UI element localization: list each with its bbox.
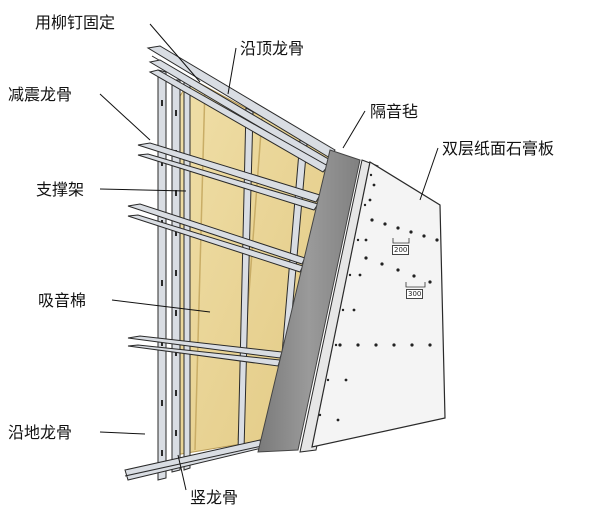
label-stud: 竖龙骨 [190, 488, 239, 507]
dimension-marks [392, 238, 426, 288]
back-board-dots [318, 173, 373, 417]
label-floor-track: 沿地龙骨 [8, 423, 73, 442]
label-top-track: 沿顶龙骨 [240, 39, 305, 58]
dimension-300: 300 [406, 289, 424, 299]
label-brace: 支撑架 [36, 180, 85, 199]
sound-insulation-felt [257, 149, 361, 453]
label-rivet: 用柳钉固定 [35, 13, 116, 32]
label-gypsum: 双层纸面石膏板 [442, 139, 555, 158]
dimension-200: 200 [392, 245, 410, 255]
label-damper-stud: 减震龙骨 [8, 85, 73, 104]
label-felt: 隔音毡 [370, 102, 419, 121]
damper-channels [127, 59, 331, 367]
leader-lines [99, 23, 439, 491]
label-wool: 吸音棉 [38, 291, 87, 310]
top-track [146, 45, 336, 159]
screw-dots [336, 183, 439, 422]
